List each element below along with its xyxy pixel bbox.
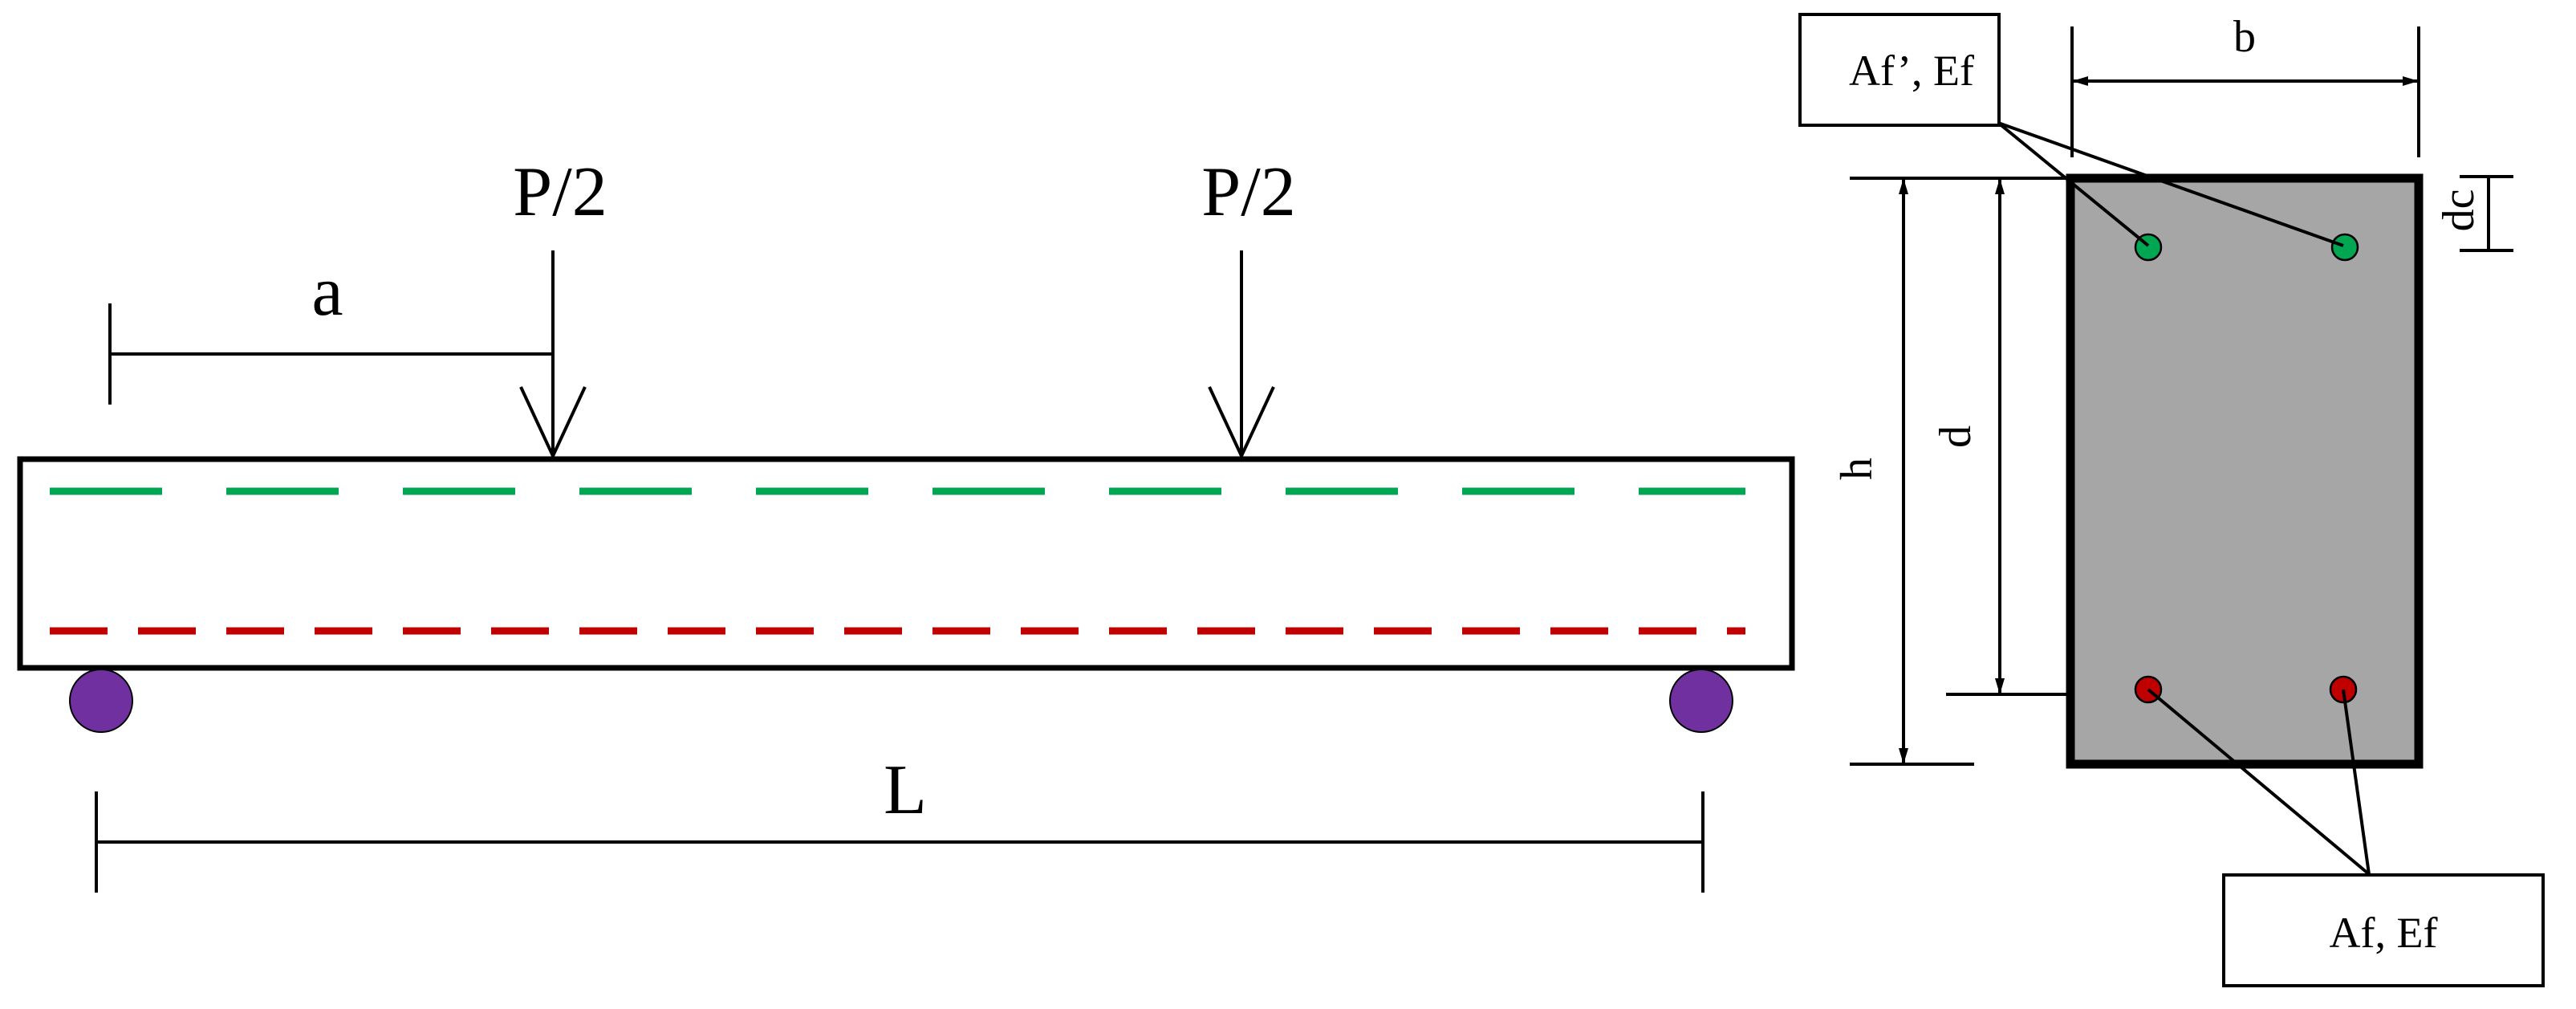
cover-dimension <box>2460 175 2513 252</box>
top-reinforcement-label: Af’, Ef <box>1849 47 1974 95</box>
width-dimension <box>2070 26 2420 157</box>
cross-section: b h d dc Af’, Ef <box>1798 12 2545 987</box>
height-label: h <box>1832 458 1882 480</box>
bottom-reinforcement-leaders <box>2147 688 2371 876</box>
shear-span-label: a <box>311 253 343 331</box>
cover-label: dc <box>2434 189 2484 232</box>
top-reinforcement-callout-box <box>1798 13 2001 127</box>
right-point-load-arrow <box>1208 250 1275 460</box>
shear-span-dimension <box>108 303 553 405</box>
height-dimension <box>1850 177 2074 766</box>
left-support <box>69 669 133 733</box>
right-support <box>1669 669 1733 733</box>
span-dimension <box>95 791 1704 893</box>
depth-label: d <box>1931 425 1981 448</box>
bottom-reinforcement-label: Af, Ef <box>2330 909 2438 957</box>
right-load-label: P/2 <box>1201 153 1295 231</box>
width-label: b <box>2233 12 2256 62</box>
depth-dimension <box>1946 178 2074 696</box>
beam-elevation: P/2 P/2 a L <box>17 153 1795 893</box>
bottom-reinforcement-callout-box <box>2222 873 2545 987</box>
top-bar-right <box>2330 233 2359 262</box>
section-body <box>2066 173 2424 769</box>
left-load-label: P/2 <box>513 153 607 231</box>
span-label: L <box>884 751 927 829</box>
top-reinforcement-leaders <box>1997 121 2344 247</box>
